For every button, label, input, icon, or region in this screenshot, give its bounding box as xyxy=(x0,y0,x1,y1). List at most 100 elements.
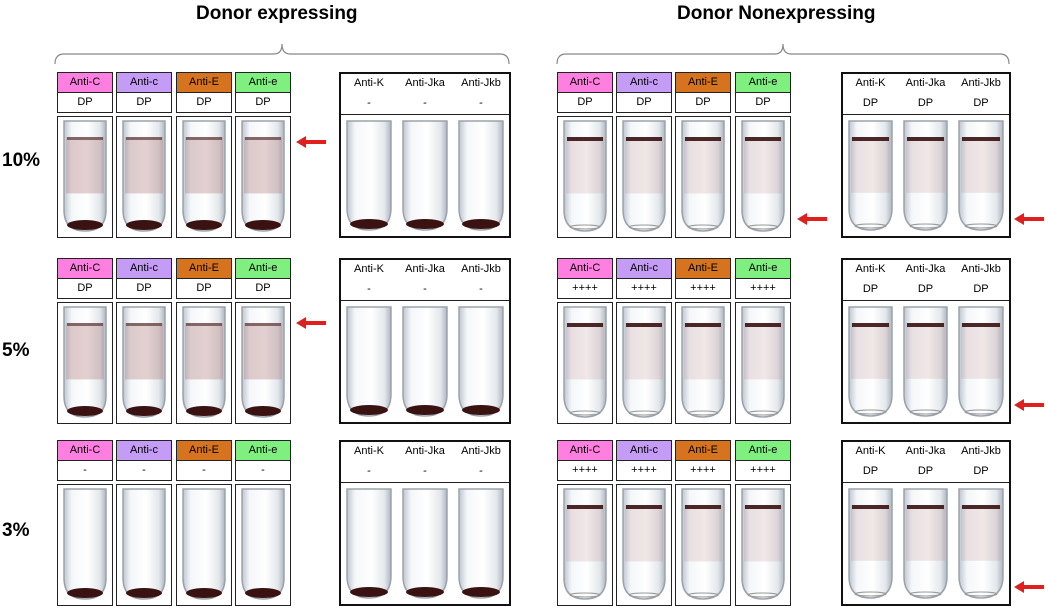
antiserum-label: Anti-c xyxy=(616,72,672,93)
antiserum-label: Anti-e xyxy=(235,440,291,461)
tube-image xyxy=(675,484,731,606)
antiserum-label: Anti-c xyxy=(116,72,172,93)
antiserum-label: Anti-E xyxy=(675,440,731,461)
tube-image xyxy=(116,116,172,238)
reaction-result: - xyxy=(453,94,509,115)
tube-image xyxy=(735,484,791,606)
reaction-result: DP xyxy=(953,94,1009,115)
tube-image xyxy=(341,117,398,236)
tube-image xyxy=(453,485,509,604)
tube-card-anti-e: Anti-E++++ xyxy=(675,258,731,424)
reaction-result: - xyxy=(341,462,398,483)
tube-image xyxy=(341,485,398,604)
tube-card-anti-c: Anti-c++++ xyxy=(616,258,672,424)
antiserum-label: Anti-C xyxy=(557,72,613,93)
tube-image xyxy=(397,117,454,236)
tube-image xyxy=(898,303,954,422)
tube-card-anti-k: Anti-K- xyxy=(341,260,398,422)
tube-drawing xyxy=(903,306,948,417)
tube-image xyxy=(57,116,113,238)
antiserum-label: Anti-c xyxy=(616,440,672,461)
reaction-result: DP xyxy=(176,92,232,113)
tube-image xyxy=(397,485,454,604)
tube-image xyxy=(953,485,1009,604)
tube-image xyxy=(453,303,509,422)
tube-image xyxy=(616,302,672,424)
tube-image xyxy=(843,303,899,422)
tube-card-anti-c: Anti-C++++ xyxy=(557,440,613,606)
antiserum-label: Anti-C xyxy=(57,72,113,93)
brace-nonexpressing xyxy=(556,43,1010,65)
tube-drawing xyxy=(681,306,725,418)
antiserum-label: Anti-C xyxy=(557,440,613,461)
antiserum-label: Anti-Jka xyxy=(397,442,454,463)
tube-drawing xyxy=(122,120,166,232)
antiserum-label: Anti-K xyxy=(843,260,899,281)
antiserum-label: Anti-e xyxy=(735,258,791,279)
tube-drawing xyxy=(741,120,785,232)
tube-drawing xyxy=(122,306,166,418)
tube-drawing xyxy=(63,488,107,600)
tube-card-anti-e: Anti-e- xyxy=(235,440,291,606)
reaction-result: - xyxy=(57,460,113,481)
tube-drawing xyxy=(848,120,893,231)
group-title-nonexpressing: Donor Nonexpressing xyxy=(677,3,876,24)
tube-image xyxy=(898,117,954,236)
tube-card-anti-c: Anti-C++++ xyxy=(557,258,613,424)
tube-drawing xyxy=(958,488,1004,599)
tube-drawing xyxy=(563,306,607,418)
tube-card-anti-k: Anti-K- xyxy=(341,442,398,604)
tube-drawing xyxy=(563,488,607,600)
tube-card-anti-e: Anti-E++++ xyxy=(675,440,731,606)
reaction-result: - xyxy=(235,460,291,481)
tube-drawing xyxy=(63,306,107,418)
tube-drawing xyxy=(402,306,448,417)
antiserum-label: Anti-Jkb xyxy=(453,260,509,281)
tube-drawing xyxy=(63,120,107,232)
arrow-icon xyxy=(1014,399,1044,411)
tube-drawing xyxy=(622,488,666,600)
reaction-result: DP xyxy=(898,462,954,483)
tube-image xyxy=(616,116,672,238)
tube-card-anti-c: Anti-C- xyxy=(57,440,113,606)
reaction-result: - xyxy=(397,462,454,483)
reaction-result: DP xyxy=(953,462,1009,483)
tube-drawing xyxy=(241,306,285,418)
antiserum-label: Anti-K xyxy=(341,442,398,463)
tube-image xyxy=(235,484,291,606)
antiserum-label: Anti-Jkb xyxy=(953,260,1009,281)
arrow-icon xyxy=(296,317,326,329)
tube-image xyxy=(898,485,954,604)
reaction-result: ++++ xyxy=(675,460,731,481)
tube-card-anti-c: Anti-c++++ xyxy=(616,440,672,606)
tube-image xyxy=(675,302,731,424)
antiserum-label: Anti-K xyxy=(341,74,398,95)
tube-image xyxy=(616,484,672,606)
reaction-result: - xyxy=(397,94,454,115)
antiserum-label: Anti-K xyxy=(341,260,398,281)
reaction-result: - xyxy=(397,280,454,301)
tube-image xyxy=(176,116,232,238)
reaction-result: DP xyxy=(735,92,791,113)
antiserum-label: Anti-C xyxy=(557,258,613,279)
antiserum-label: Anti-C xyxy=(57,258,113,279)
tube-card-anti-jka: Anti-Jka- xyxy=(397,442,454,604)
tube-card-anti-jka: Anti-Jka- xyxy=(397,260,454,422)
tube-image xyxy=(397,303,454,422)
antiserum-label: Anti-e xyxy=(235,258,291,279)
tube-image xyxy=(176,302,232,424)
tube-card-anti-c: Anti-c- xyxy=(116,440,172,606)
tube-image xyxy=(341,303,398,422)
reaction-result: DP xyxy=(898,280,954,301)
brace-expressing xyxy=(54,43,510,65)
